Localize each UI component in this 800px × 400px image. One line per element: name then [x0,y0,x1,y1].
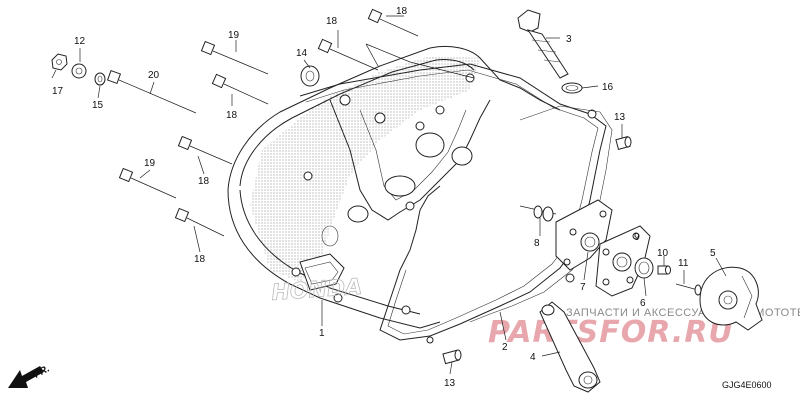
bolt-18-mid [211,73,269,105]
bolt-11 [675,283,702,296]
pin-10 [657,265,671,275]
bolt-18-bottom [174,207,225,237]
callout-9: 9 [634,232,640,243]
callout-18: 18 [194,254,206,265]
callout-1: 1 [319,328,325,339]
stud-8 [519,205,557,222]
callout-6: 6 [640,298,646,309]
brand-ghost-logo: HONDA [271,275,363,306]
callout-11: 11 [678,258,689,269]
callout-19: 19 [144,158,156,169]
arm-4 [539,301,601,393]
front-label: FR. [32,363,51,380]
oil-filler-cap-3 [517,9,569,79]
bolt-18-top [367,8,419,37]
callout-13: 13 [444,378,456,389]
callout-4: 4 [530,352,536,363]
callout-19: 19 [228,30,240,41]
callout-18: 18 [226,110,238,121]
callout-20: 20 [148,70,160,81]
washer-12 [71,63,87,79]
callout-18: 18 [396,6,408,17]
callout-18: 18 [326,16,338,27]
callout-2: 2 [502,342,508,353]
watermark-tagline: ЗАПЧАСТИ И АКСЕССУАРЫ ДЛЯ МОТОТЕХНИКИ [566,307,800,319]
callout-14: 14 [296,48,308,59]
diagram-code: GJG4E0600 [722,380,772,390]
callout-8: 8 [534,238,540,249]
callout-16: 16 [602,82,614,93]
nut-17 [51,53,68,71]
collar-9 [634,257,654,279]
watermark-logo: PARTSFOR.RU [488,315,734,350]
cam-plate-5 [699,266,763,331]
bolt-18-left [177,135,233,165]
callout-13: 13 [614,112,626,123]
dowel-pin-13-bottom [442,349,462,365]
callout-12: 12 [74,36,86,47]
bolt-19-left [118,167,177,199]
leader-lines [51,15,727,375]
bolt-19-top [200,40,269,75]
callout-5: 5 [710,248,716,259]
bolt-18-upper [317,38,379,71]
bracket-6 [595,225,651,297]
callout-17: 17 [52,86,64,97]
o-ring-16 [561,82,583,94]
callout-18: 18 [198,176,210,187]
lever-plate-7 [555,199,613,271]
right-crankcase-cover [227,45,607,344]
callout-10: 10 [657,248,669,259]
callouts: 18 18 19 14 20 18 18 19 18 1 2 4 3 16 13… [52,6,716,389]
bolt-20 [106,69,197,114]
washer-15 [94,72,106,86]
oil-seal-14 [300,65,320,87]
callout-15: 15 [92,100,104,111]
callout-3: 3 [566,34,572,45]
callout-7: 7 [580,282,586,293]
dowel-pin-13-top [615,136,632,150]
front-direction-marker: FR. [8,363,52,388]
